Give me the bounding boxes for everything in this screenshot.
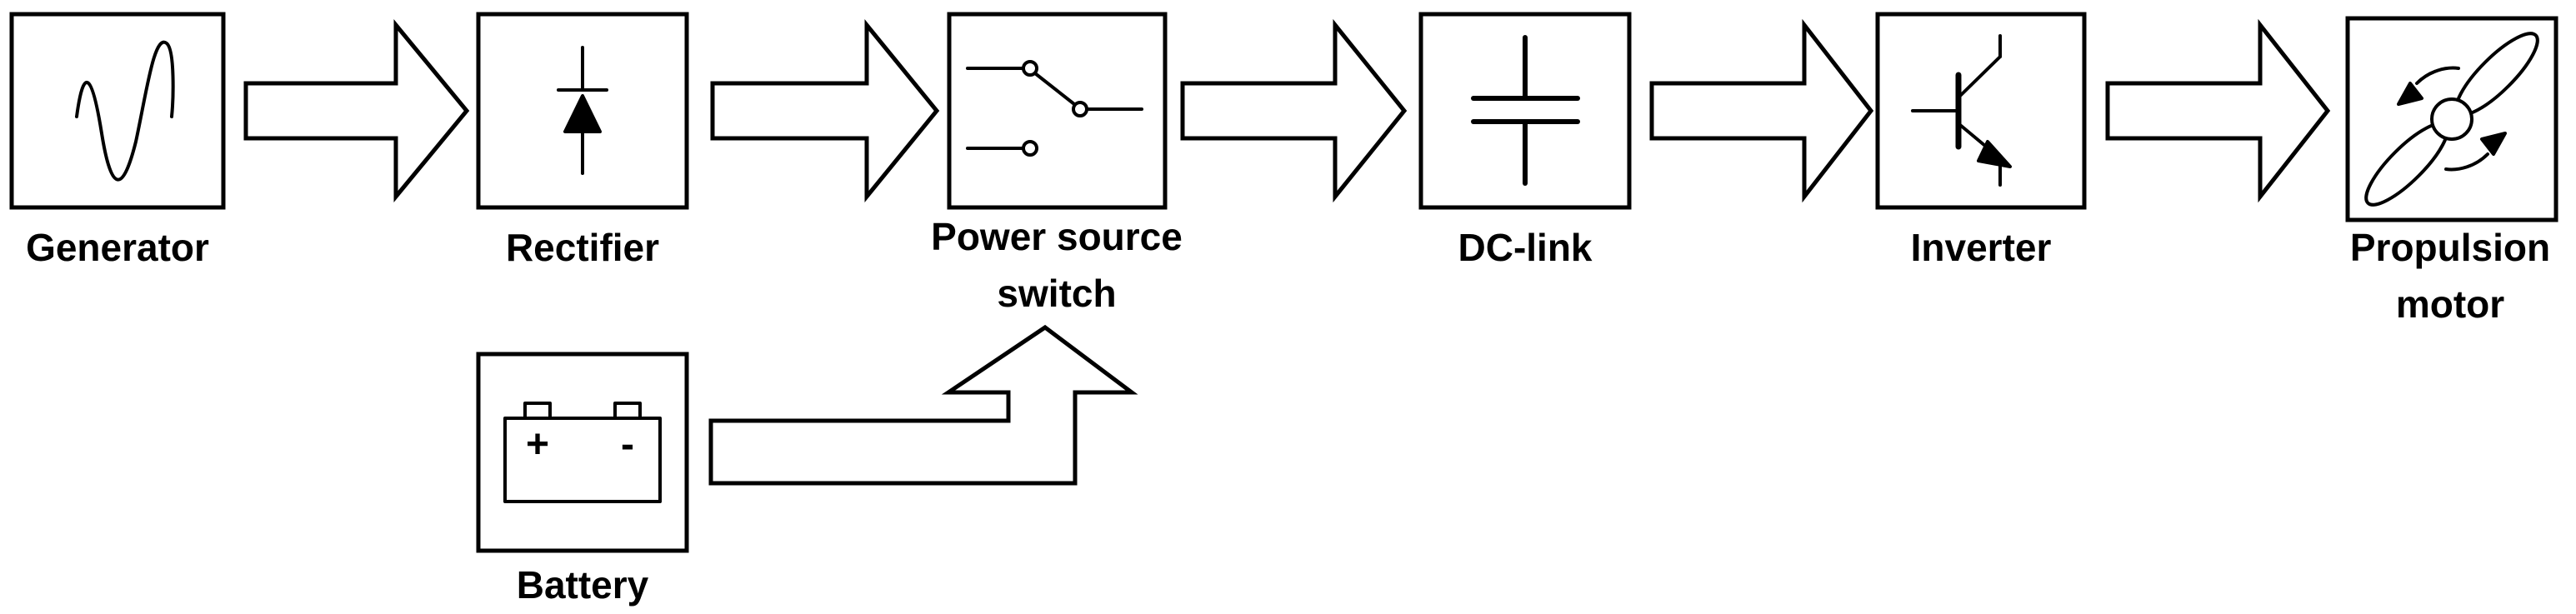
generator-block	[9, 12, 226, 210]
diode-icon	[557, 46, 608, 175]
dc-link-label: DC-link	[1458, 226, 1593, 269]
generator-label: Generator	[26, 226, 209, 269]
battery-label: Battery	[516, 563, 649, 607]
propeller-icon	[2364, 32, 2539, 207]
battery-flow-arrow	[708, 324, 1138, 486]
battery-plus-sign: +	[526, 422, 549, 467]
rectifier-label: Rectifier	[505, 226, 660, 269]
sine-wave-icon	[75, 40, 175, 182]
power-source-switch-label: Power source switch	[931, 215, 1183, 315]
flow-arrow	[1180, 18, 1408, 203]
battery-icon	[503, 402, 662, 503]
transistor-icon	[1911, 34, 2012, 187]
flow-arrow	[2105, 18, 2331, 203]
selector-switch-icon	[966, 60, 1143, 157]
flow-arrow	[710, 18, 940, 203]
battery-minus-sign: -	[621, 422, 634, 467]
flow-arrow	[1649, 18, 1874, 203]
inverter-block	[1875, 12, 2087, 210]
inverter-label: Inverter	[1910, 226, 2052, 269]
flow-arrow	[243, 19, 470, 202]
propulsion-motor-label: Propulsion motor	[2349, 226, 2551, 326]
capacitor-icon	[1471, 35, 1580, 186]
